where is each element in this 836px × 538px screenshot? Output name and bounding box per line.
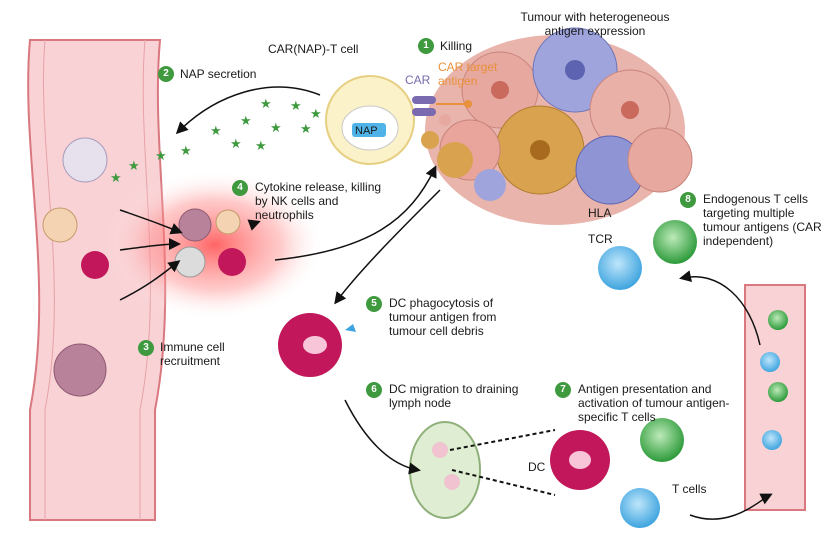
dendritic-cell-free: [278, 313, 356, 377]
left-blood-vessel: [27, 39, 167, 521]
svg-text:★: ★: [260, 96, 272, 111]
t-cells-label: T cells: [672, 482, 707, 496]
inflammation-glow: [105, 170, 325, 320]
arrows: [119, 86, 773, 520]
svg-text:★: ★: [110, 170, 122, 185]
step-badge-7: 7: [555, 382, 571, 398]
svg-text:★: ★: [255, 138, 267, 153]
nap-label: NAP: [355, 125, 378, 137]
nap-stars: ★ ★ ★ ★ ★ ★ ★ ★ ★ ★ ★ ★ ★: [110, 96, 322, 185]
svg-text:★: ★: [310, 106, 322, 121]
step-label-8: Endogenous T cells targeting multiple tu…: [703, 192, 822, 248]
t-cell-vessel-1: [768, 310, 788, 330]
svg-text:★: ★: [210, 123, 222, 138]
tcr-label: TCR: [588, 232, 613, 246]
dc-label: DC: [528, 460, 546, 474]
tumour-label: Tumour with heterogeneous antigen expres…: [520, 10, 670, 38]
t-cell-vessel-4: [762, 430, 782, 450]
t-cell-vessel-3: [768, 382, 788, 402]
step-badge-1: 1: [418, 38, 434, 54]
svg-text:★: ★: [270, 120, 282, 135]
svg-text:★: ★: [240, 113, 252, 128]
green-t-cell-lymph: [640, 418, 684, 462]
step-badge-2: 2: [158, 66, 174, 82]
step-label-6: DC migration to draining lymph node: [389, 382, 519, 410]
step-label-5: DC phagocytosis of tumour antigen from t…: [389, 296, 497, 338]
svg-text:★: ★: [290, 98, 302, 113]
blue-t-cell-lymph: [620, 488, 660, 528]
step-badge-6: 6: [366, 382, 382, 398]
blue-t-cell-tumour: [598, 246, 642, 290]
step-badge-5: 5: [366, 296, 382, 312]
step-label-2: NAP secretion: [180, 67, 257, 81]
tumour-mass: [421, 27, 693, 225]
car-t-cell: [325, 75, 472, 165]
car-target-label: CAR target antigen: [438, 60, 498, 88]
svg-text:★: ★: [300, 121, 312, 136]
hla-label: HLA: [588, 206, 612, 220]
step-label-1: Killing: [440, 39, 473, 53]
vessel-cells: [42, 137, 109, 397]
svg-text:★: ★: [180, 143, 192, 158]
svg-text:★: ★: [128, 158, 140, 173]
step-badge-8: 8: [680, 192, 696, 208]
step-badge-4: 4: [232, 180, 248, 196]
svg-text:★: ★: [230, 136, 242, 151]
svg-text:★: ★: [155, 148, 167, 163]
t-cell-vessel-2: [760, 352, 780, 372]
car-label: CAR: [405, 73, 431, 87]
step-badge-3: 3: [138, 340, 154, 356]
recruited-cells: [174, 208, 246, 278]
dendritic-cell-presenting: [550, 430, 610, 490]
green-t-cell-tumour: [653, 220, 697, 264]
lymph-node: [409, 421, 481, 519]
car-t-cell-label: CAR(NAP)-T cell: [268, 42, 359, 56]
step-label-7: Antigen presentation and activation of t…: [578, 382, 730, 424]
presentation-dashes: [449, 429, 556, 496]
step-label-4: Cytokine release, killing by NK cells an…: [255, 180, 382, 222]
step-label-3: Immune cell recruitment: [160, 340, 225, 368]
